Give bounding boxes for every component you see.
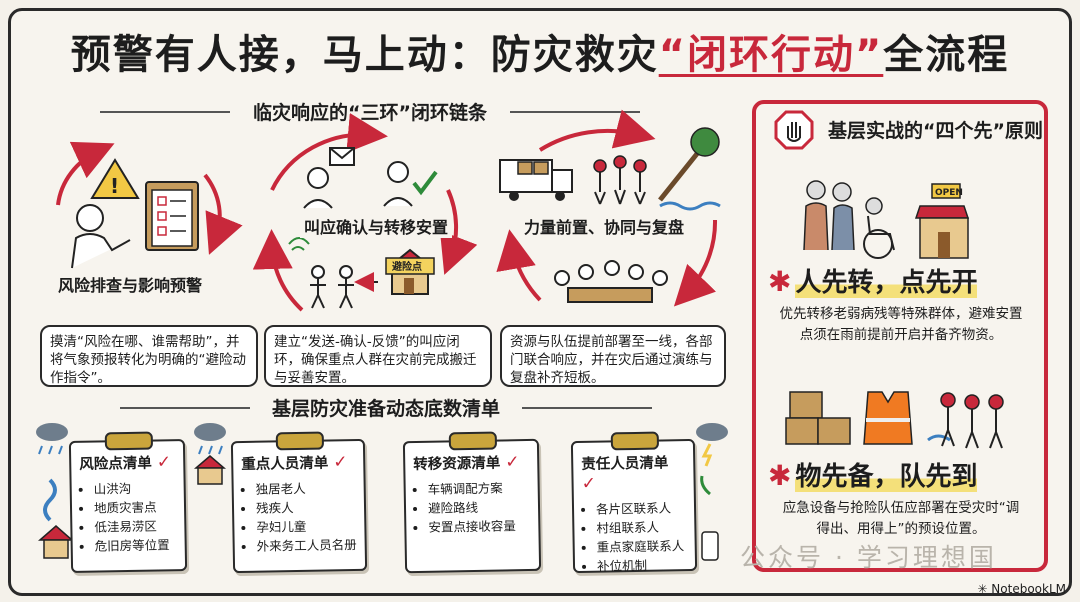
principle-1-title: 人先转，点先开 <box>795 268 978 298</box>
card-title: 转移资源清单 <box>413 455 501 474</box>
list-item: 重点家庭联系人 <box>597 536 687 557</box>
checklist-card-responsible-people: 责任人员清单 ✓ 各片区联系人 村组联系人 重点家庭联系人 补位机制 <box>570 431 698 576</box>
boxes-icon <box>785 391 851 445</box>
card-title: 重点人员清单 <box>241 455 329 473</box>
card-title: 责任人员清单 <box>581 455 669 473</box>
stream-icon <box>43 478 57 522</box>
svg-text:!: ! <box>110 174 119 198</box>
principle-1-illustration: OPEN <box>803 180 970 259</box>
asterisk-icon: ✱ <box>768 265 792 298</box>
check-icon: ✓ <box>156 452 172 473</box>
loop-1-arrows <box>56 141 243 255</box>
clipboard-clip <box>610 431 660 451</box>
mobile-phone-icon <box>701 531 719 561</box>
title-quote-close: ” <box>855 32 884 78</box>
list-item: 安置点接收容量 <box>428 516 530 537</box>
principles-heading: 基层实战的“四个先”原则 <box>828 120 1043 142</box>
list-item: 车辆调配方案 <box>428 478 530 499</box>
list-item: 危旧房等位置 <box>95 535 177 555</box>
clipboard-clip <box>275 431 325 451</box>
list-item: 各片区联系人 <box>596 498 686 519</box>
principle-2-title-row: ✱物先备，队先到 <box>768 456 978 493</box>
loop-2-arrows <box>252 113 478 312</box>
title-quote-open: “ <box>658 32 687 78</box>
list-item: 残疾人 <box>256 497 356 518</box>
notebooklm-credit: ✳ NotebookLM <box>977 582 1066 596</box>
list-item: 避险路线 <box>428 497 530 518</box>
list-item: 山洪沟 <box>94 478 176 498</box>
loop-2-illustration: 避险点 <box>288 147 438 309</box>
step-1-title: 风险排查与影响预警 <box>54 272 207 296</box>
list-item: 外来务工人员名册 <box>257 535 357 556</box>
loop-1-illustration: ! <box>71 158 199 269</box>
notebooklm-icon: ✳ <box>977 582 988 596</box>
safety-vest-icon <box>863 391 913 445</box>
principle-2-title: 物先备，队先到 <box>795 462 978 492</box>
loop-3-illustration <box>499 127 721 303</box>
check-icon: ✓ <box>333 452 348 473</box>
loop-section-heading: 临灾响应的“三环”闭环链条 <box>100 98 640 125</box>
village-house-icon <box>193 455 227 485</box>
list-item: 补位机制 <box>597 555 687 576</box>
rescue-team-icon <box>927 392 1004 449</box>
title-part2: 全流程 <box>883 32 1010 78</box>
watermark: 公众号 · 学习理想国 <box>740 543 997 572</box>
footer-text: NotebookLM <box>991 582 1066 596</box>
storm-cloud-icon <box>194 423 226 455</box>
stop-hand-icon <box>774 110 814 150</box>
check-icon: ✓ <box>581 473 597 494</box>
step-1-description: 摸清“风险在哪、谁需帮助”，并将气象预报转化为明确的“避险动作指令”。 <box>40 325 258 387</box>
shelter-shop-icon: OPEN <box>914 183 970 259</box>
rain-cloud-icon <box>36 423 68 455</box>
checklist-card-key-people: 重点人员清单 ✓ 独居老人 残疾人 孕妇儿童 外来务工人员名册 <box>230 431 368 574</box>
checklist-card-transfer-resources: 转移资源清单 ✓ 车辆调配方案 避险路线 安置点接收容量 <box>402 431 542 574</box>
elderly-people-icon <box>803 180 855 251</box>
clipboard-clip <box>104 431 154 451</box>
loop-3-arrows <box>496 109 718 307</box>
title-part1: 预警有人接，马上动：防灾救灾 <box>70 32 659 78</box>
lightning-cloud-icon <box>696 423 728 467</box>
wheelchair-icon <box>863 197 895 259</box>
step-2-title: 叫应确认与转移安置 <box>300 214 453 238</box>
list-item: 村组联系人 <box>596 517 686 538</box>
card-title: 风险点清单 <box>79 455 152 473</box>
page-title: 预警有人接，马上动：防灾救灾“闭环行动”全流程 <box>0 22 1080 80</box>
step-2-description: 建立“发送-确认-反馈”的叫应闭环，确保重点人群在灾前完成搬迁与妥善安置。 <box>264 325 492 387</box>
principle-2-description: 应急设备与抢险队伍应部署在受灾时“调得出、用得上”的预设位置。 <box>782 500 1020 537</box>
principle-1-title-row: ✱人先转，点先开 <box>768 262 978 299</box>
list-item: 独居老人 <box>256 478 356 499</box>
principle-1-description: 优先转移老弱病残等特殊群体，避难安置点须在雨前提前开启并备齐物资。 <box>779 306 1023 343</box>
list-item: 地质灾害点 <box>94 497 176 517</box>
phone-icon <box>700 475 711 496</box>
list-item: 低洼易涝区 <box>94 516 176 536</box>
checklist-section-heading: 基层防灾准备动态底数清单 <box>120 394 652 421</box>
step-3-description: 资源与队伍提前部署至一线，各部门联合响应，并在灾后通过演练与复盘补齐短板。 <box>500 325 726 387</box>
open-sign: OPEN <box>935 188 963 198</box>
clipboard-clip <box>448 431 498 451</box>
house-icon <box>38 525 74 559</box>
principles-panel: 基层实战的“四个先”原则 OPEN ✱人先转，点先开 优先转移 <box>752 100 1048 572</box>
list-item: 孕妇儿童 <box>256 516 356 537</box>
title-highlight-group: “闭环行动” <box>659 32 884 78</box>
checklist-card-risk-points: 风险点清单 ✓ 山洪沟 地质灾害点 低洼易涝区 危旧房等位置 <box>68 431 188 574</box>
asterisk-icon: ✱ <box>768 459 792 492</box>
title-highlight: 闭环行动 <box>687 32 855 78</box>
principle-2-illustration <box>785 391 1004 449</box>
shelter-sign: 避险点 <box>391 260 422 273</box>
step-3-title: 力量前置、协同与复盘 <box>520 214 689 238</box>
check-icon: ✓ <box>505 452 520 473</box>
